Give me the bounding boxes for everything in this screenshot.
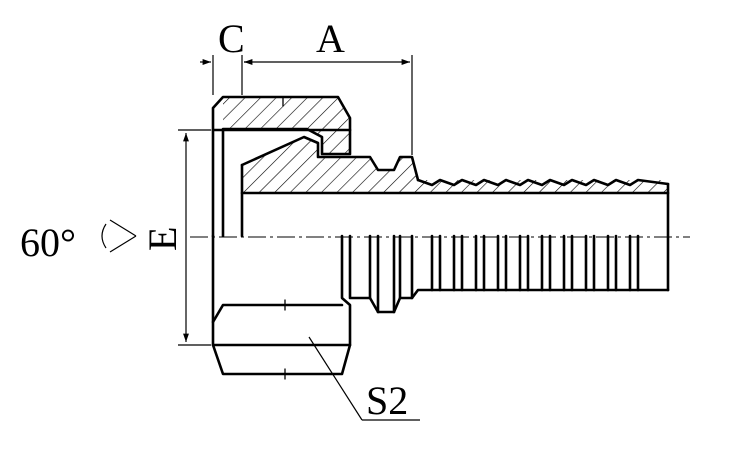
body-outline-lower	[348, 234, 670, 314]
lower-external-view	[211, 234, 670, 380]
dimension-e	[178, 129, 211, 346]
body-section-hatch	[242, 137, 668, 193]
body-outline-upper	[240, 135, 420, 182]
cone-angle-mark	[101, 219, 137, 253]
hex-nut-outline	[211, 234, 352, 376]
dimension-c	[200, 55, 248, 95]
hex-nut-edge-top	[211, 303, 344, 324]
barb-rings	[430, 234, 640, 292]
cone-angle-label: 60°	[20, 220, 76, 265]
nut-section-hatch	[223, 97, 350, 154]
dimension-a-label: A	[316, 16, 345, 61]
dimension-e-label: E	[140, 227, 185, 251]
nut-outline-upper	[211, 95, 352, 156]
hex-size-label: S2	[366, 378, 408, 423]
dimension-c-label: C	[218, 16, 245, 61]
barb-profile-upper	[416, 178, 670, 187]
hex-leader	[308, 336, 420, 421]
dimension-a	[244, 55, 413, 155]
upper-section-view	[211, 95, 670, 292]
